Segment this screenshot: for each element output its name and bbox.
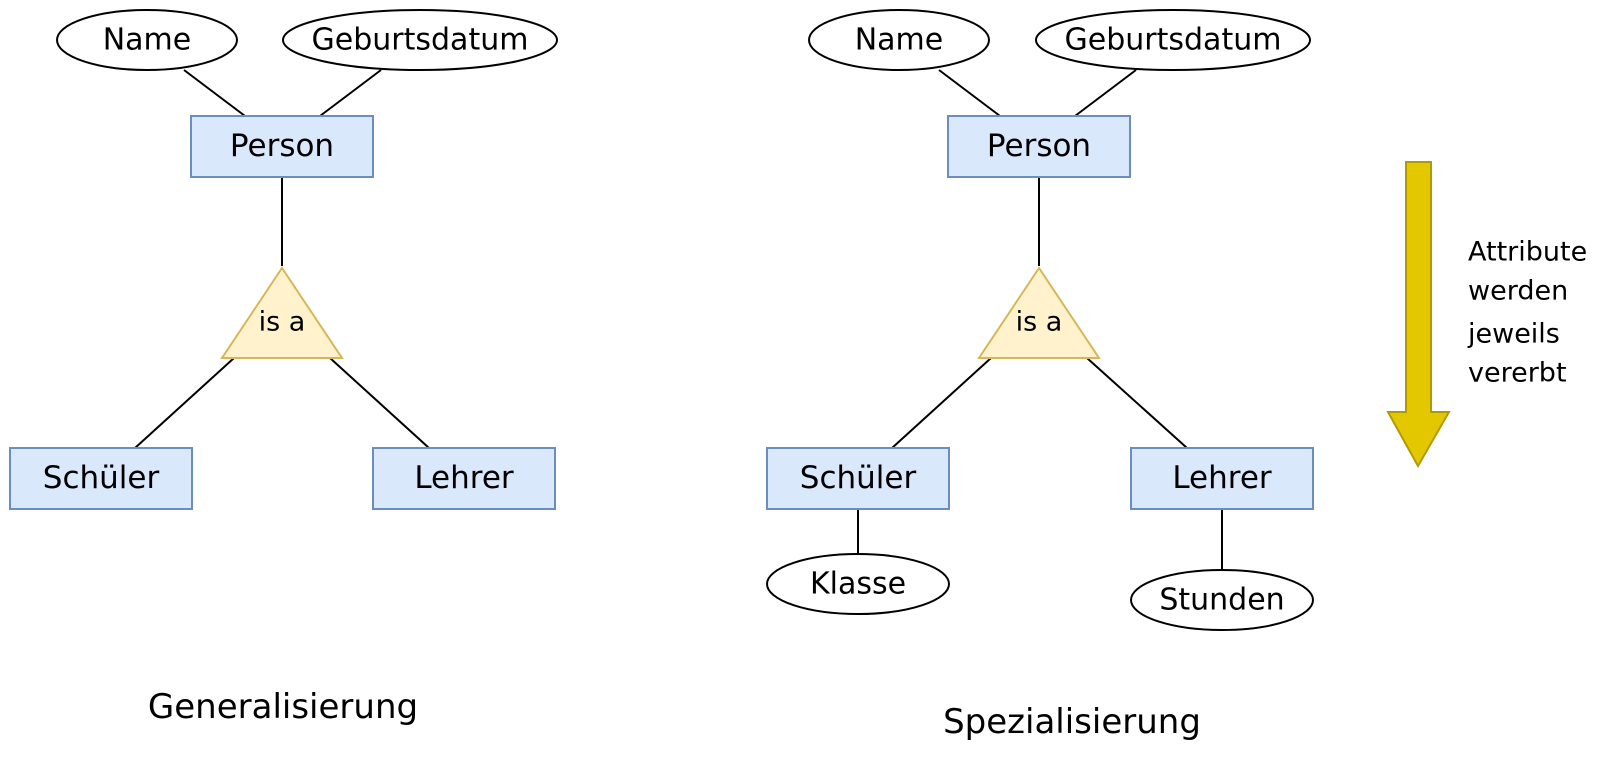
isa-label: is a bbox=[259, 307, 306, 338]
inheritance-note-line: werden bbox=[1468, 276, 1568, 307]
entity-schueler-label: Schüler bbox=[43, 460, 160, 496]
arrow-down-icon bbox=[1386, 161, 1451, 469]
specialization-diagram: Name Geburtsdatum Person is a Schüler Le… bbox=[766, 9, 1314, 742]
inheritance-note-line: Attribute bbox=[1468, 237, 1587, 268]
entity-person-label: Person bbox=[230, 128, 334, 164]
attribute-stunden[interactable]: Stunden bbox=[1130, 569, 1314, 631]
entity-person-label: Person bbox=[987, 128, 1091, 164]
caption-generalization: Generalisierung bbox=[148, 687, 418, 727]
edge-isa-lehrer bbox=[329, 357, 430, 449]
entity-lehrer[interactable]: Lehrer bbox=[372, 447, 556, 510]
edge-birthdate-person bbox=[1074, 69, 1137, 117]
entity-schueler[interactable]: Schüler bbox=[766, 447, 950, 510]
edge-name-person bbox=[183, 69, 246, 117]
attribute-birthdate[interactable]: Geburtsdatum bbox=[282, 9, 558, 71]
entity-lehrer[interactable]: Lehrer bbox=[1130, 447, 1314, 510]
entity-schueler[interactable]: Schüler bbox=[9, 447, 193, 510]
entity-lehrer-label: Lehrer bbox=[414, 460, 514, 496]
attribute-birthdate[interactable]: Geburtsdatum bbox=[1035, 9, 1311, 71]
attribute-klasse-label: Klasse bbox=[810, 567, 906, 602]
entity-lehrer-label: Lehrer bbox=[1172, 460, 1272, 496]
edge-isa-lehrer bbox=[1086, 357, 1188, 449]
edge-isa-schueler bbox=[891, 357, 992, 449]
isa-label: is a bbox=[1016, 307, 1063, 338]
attribute-name[interactable]: Name bbox=[56, 9, 238, 71]
attribute-birthdate-label: Geburtsdatum bbox=[1065, 23, 1282, 58]
isa-relationship[interactable]: is a bbox=[220, 266, 344, 359]
entity-schueler-label: Schüler bbox=[800, 460, 917, 496]
inheritance-note-line: jeweils bbox=[1467, 319, 1560, 350]
attribute-name-label: Name bbox=[103, 23, 192, 58]
edge-isa-schueler bbox=[134, 357, 235, 449]
edge-birthdate-person bbox=[319, 69, 382, 117]
entity-person[interactable]: Person bbox=[190, 115, 374, 178]
entity-person[interactable]: Person bbox=[947, 115, 1131, 178]
inheritance-note-line: vererbt bbox=[1468, 358, 1567, 389]
generalization-diagram: Name Geburtsdatum Person is a Schüler Le… bbox=[9, 9, 558, 727]
caption-specialization: Spezialisierung bbox=[943, 702, 1201, 742]
attribute-klasse[interactable]: Klasse bbox=[766, 553, 950, 615]
attribute-stunden-label: Stunden bbox=[1159, 583, 1284, 618]
isa-relationship[interactable]: is a bbox=[977, 266, 1101, 359]
attribute-birthdate-label: Geburtsdatum bbox=[312, 23, 529, 58]
inheritance-note: Attribute werden jeweils vererbt bbox=[1467, 237, 1587, 389]
attribute-name-label: Name bbox=[855, 23, 944, 58]
edge-name-person bbox=[938, 69, 1001, 117]
inheritance-arrow bbox=[1386, 161, 1451, 469]
attribute-name[interactable]: Name bbox=[808, 9, 990, 71]
